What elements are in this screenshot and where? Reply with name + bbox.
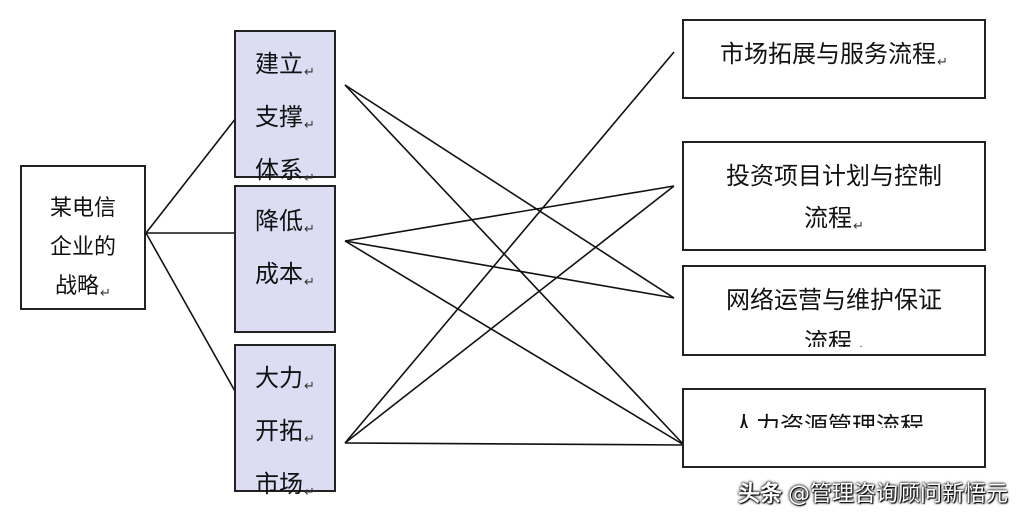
support-line-3: 体系↵ bbox=[255, 156, 315, 186]
edge-root-market bbox=[145, 232, 237, 394]
support-line-1: 建立↵ bbox=[255, 50, 315, 80]
process-box-investment: 投资项目计划与控制 流程↵ bbox=[682, 141, 986, 251]
process-network-text: 网络运营与维护保证 流程↵ bbox=[684, 279, 984, 347]
process-box-hr: 人力资源管理流程↵ bbox=[682, 388, 986, 468]
market-line-1: 大力↵ bbox=[255, 364, 315, 394]
strategy-support-text: 建立↵ 支撑↵ 体系↵ bbox=[236, 42, 334, 201]
process-box-market-service: 市场拓展与服务流程↵ bbox=[682, 19, 986, 99]
edge-market-investment bbox=[344, 185, 675, 444]
root-line-1: 某电信 bbox=[49, 196, 116, 221]
support-line-2: 支撑↵ bbox=[255, 103, 315, 133]
process-investment-line-1: 投资项目计划与控制 bbox=[726, 162, 942, 190]
root-strategy-text: 某电信 企业的 战略↵ bbox=[22, 189, 144, 313]
edge-support-network bbox=[344, 84, 675, 299]
edge-cost-hr bbox=[344, 240, 685, 446]
edge-market-hr bbox=[344, 442, 685, 446]
process-hr-text: 人力资源管理流程↵ bbox=[684, 404, 984, 428]
process-network-line-1: 网络运营与维护保证 bbox=[726, 286, 942, 314]
watermark-handle: @管理咨询顾问新悟元 bbox=[787, 482, 1008, 507]
edge-support-hr bbox=[344, 84, 685, 446]
cost-line-1: 降低↵ bbox=[255, 207, 315, 237]
root-line-3: 战略↵ bbox=[55, 274, 111, 301]
strategy-cost-text: 降低↵ 成本↵ bbox=[236, 199, 334, 305]
process-box-network: 网络运营与维护保证 流程↵ bbox=[682, 265, 986, 356]
market-line-2: 开拓↵ bbox=[255, 417, 315, 447]
edge-market-market-service bbox=[344, 51, 675, 444]
process-hr-line-1: 人力资源管理流程↵ bbox=[732, 412, 936, 428]
process-market-service-text: 市场拓展与服务流程↵ bbox=[684, 33, 984, 84]
cost-line-2: 成本↵ bbox=[255, 260, 315, 290]
root-strategy-box: 某电信 企业的 战略↵ bbox=[20, 165, 146, 310]
process-network-line-2: 流程↵ bbox=[804, 328, 864, 347]
process-market-service-line-1: 市场拓展与服务流程↵ bbox=[720, 40, 948, 70]
strategy-box-cost: 降低↵ 成本↵ bbox=[234, 185, 336, 333]
process-investment-line-2: 流程↵ bbox=[804, 204, 864, 234]
root-line-2: 企业的 bbox=[49, 235, 116, 260]
market-line-3: 市场↵ bbox=[255, 470, 315, 500]
edge-cost-network bbox=[344, 240, 675, 299]
edge-cost-investment bbox=[344, 185, 675, 242]
strategy-box-support: 建立↵ 支撑↵ 体系↵ bbox=[234, 30, 336, 186]
watermark-brand: 头条 bbox=[737, 482, 782, 507]
strategy-box-market: 大力↵ 开拓↵ 市场↵ bbox=[234, 344, 336, 500]
strategy-market-text: 大力↵ 开拓↵ 市场↵ bbox=[236, 356, 334, 515]
process-investment-text: 投资项目计划与控制 流程↵ bbox=[684, 155, 984, 248]
edge-root-support bbox=[145, 117, 237, 234]
watermark: 头条 @管理咨询顾问新悟元 bbox=[738, 476, 1008, 508]
